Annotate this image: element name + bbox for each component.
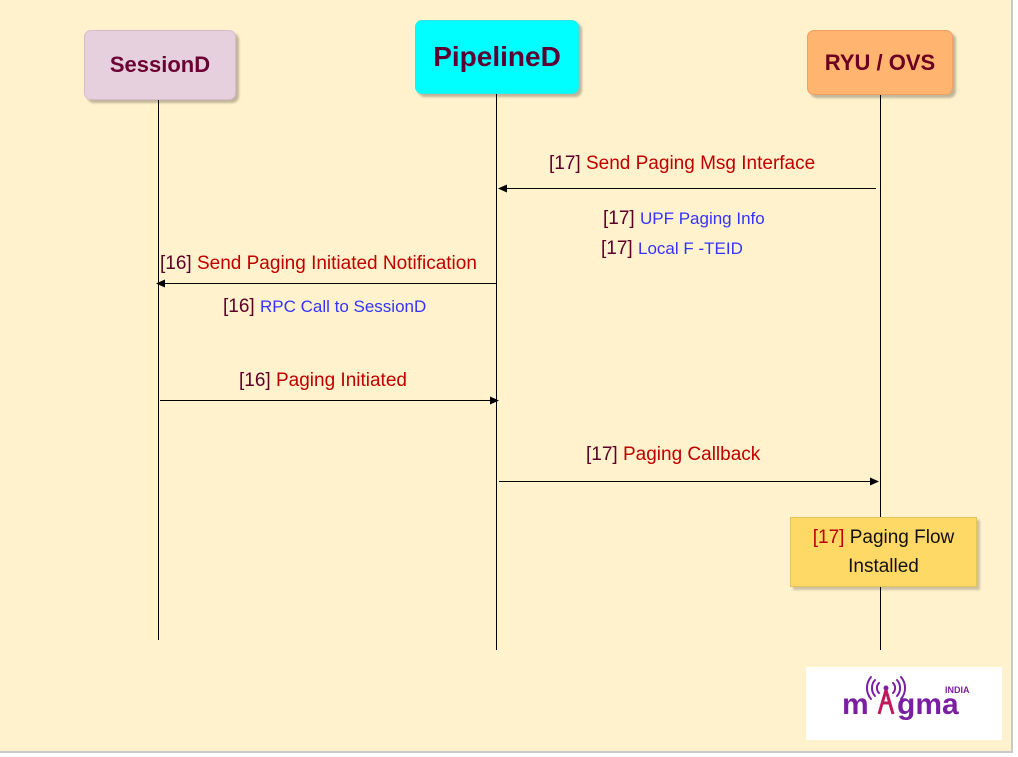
flow-line2: Installed (848, 556, 919, 577)
paging-flow-installed-box: [17] Paging Flow Installed (790, 517, 977, 587)
antenna-waves-icon (866, 676, 906, 700)
note-step: [16] (223, 296, 255, 317)
note-local-fteid: [17] Local F -TEID (601, 238, 743, 260)
sessiond-actor: SessionD (84, 30, 236, 100)
message-step: [17] (586, 444, 618, 465)
message-paging-callback: [17] Paging Callback (586, 444, 760, 466)
message-send-paging-initiated-notification: [16] Send Paging Initiated Notification (160, 253, 477, 275)
ryu-ovs-actor: RYU / OVS (807, 30, 953, 95)
message-step: [16] (239, 370, 271, 391)
message-step: [16] (160, 253, 192, 274)
note-rpc-call-sessiond: [16] RPC Call to SessionD (223, 296, 426, 318)
note-upf-paging-info: [17] UPF Paging Info (603, 208, 765, 230)
note-step: [17] (603, 208, 635, 229)
logo-tag: INDIA (945, 685, 970, 695)
message-paging-initiated: [16] Paging Initiated (239, 370, 407, 392)
flow-line1: Paging Flow (849, 527, 955, 548)
note-step: [17] (601, 238, 633, 259)
note-text: RPC Call to SessionD (259, 297, 427, 316)
note-text: UPF Paging Info (639, 209, 765, 228)
message-send-paging-msg: [17] Send Paging Msg Interface (549, 153, 815, 175)
note-text: Local F -TEID (637, 239, 743, 258)
message-text: Send Paging Initiated Notification (196, 253, 477, 274)
sessiond-label: SessionD (109, 52, 211, 77)
ryu-ovs-label: RYU / OVS (824, 49, 936, 75)
flow-step: [17] (812, 527, 845, 548)
pipelined-label: PipelineD (433, 41, 561, 72)
message-text: Paging Initiated (275, 370, 407, 391)
message-text: Paging Callback (622, 444, 761, 465)
pipelined-actor: PipelineD (415, 20, 579, 94)
message-step: [17] (549, 153, 581, 174)
message-text: Send Paging Msg Interface (585, 153, 816, 174)
